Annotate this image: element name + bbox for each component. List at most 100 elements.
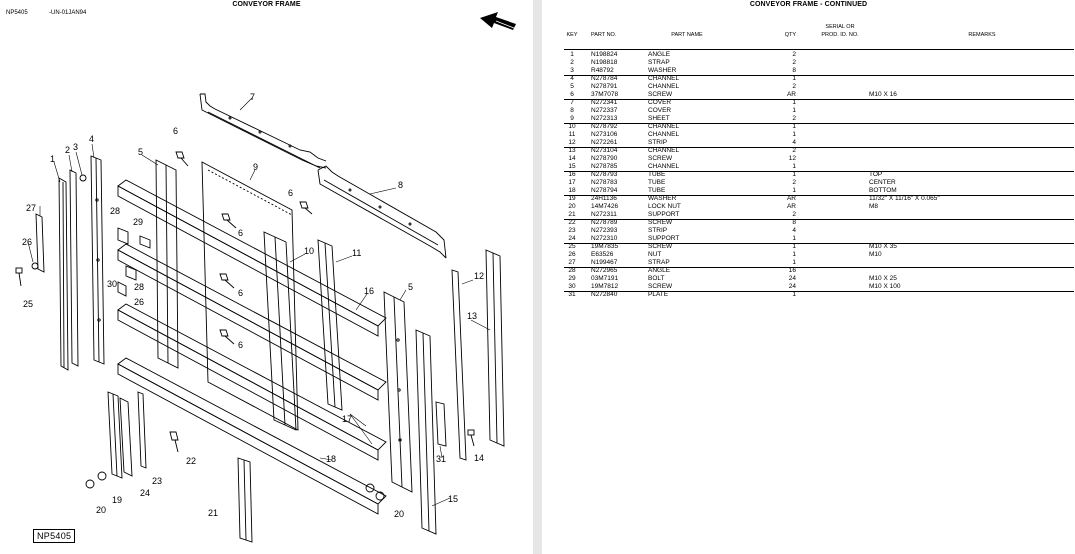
callout-22: 22 — [186, 456, 196, 466]
callout-15: 15 — [448, 494, 458, 504]
callout-23: 23 — [152, 476, 162, 486]
callout-26: 26 — [22, 237, 32, 247]
qty-cell: 1 — [792, 235, 796, 242]
header-part-name: PART NAME — [671, 32, 703, 38]
key-cell: 24 — [568, 235, 576, 242]
part-no-cell: N273106 — [591, 131, 618, 138]
key-cell: 12 — [568, 139, 576, 146]
date-code: -UN-01JAN94 — [49, 10, 87, 16]
callout-28: 28 — [110, 206, 120, 216]
part-name-cell: COVER — [648, 99, 672, 106]
support-21 — [237, 457, 253, 543]
callout-29: 29 — [133, 217, 143, 227]
callout-25: 25 — [23, 299, 33, 309]
remarks-cell: BOTTOM — [869, 187, 897, 194]
part-no-cell: E63526 — [591, 251, 614, 258]
callout-5: 5 — [138, 147, 143, 157]
callout-13: 13 — [467, 311, 477, 321]
qty-cell: 2 — [792, 211, 796, 218]
key-cell: 25 — [568, 243, 576, 250]
key-cell: 30 — [568, 283, 576, 290]
part-no-cell: N278785 — [591, 163, 618, 170]
qty-cell: AR — [786, 203, 796, 210]
qty-cell: 8 — [792, 67, 796, 74]
right-page: CONVEYOR FRAME - CONTINUED KEY PART NO. … — [542, 0, 1075, 554]
callout-14: 14 — [474, 453, 484, 463]
part-name-cell: CHANNEL — [648, 131, 680, 138]
sheet-9 — [201, 161, 299, 431]
part-no-cell: N278791 — [591, 83, 618, 90]
key-cell: 3 — [570, 67, 574, 74]
row-group-rule — [564, 219, 1074, 220]
part-no-cell: 19M7835 — [591, 243, 619, 250]
callout-6e: 6 — [238, 340, 243, 350]
key-cell: 21 — [568, 211, 576, 218]
part-no-cell: N272341 — [591, 99, 618, 106]
key-cell: 2 — [570, 59, 574, 66]
part-name-cell: SCREW — [648, 219, 673, 226]
direction-arrow-icon — [480, 12, 516, 30]
part-name-cell: STRAP — [648, 259, 670, 266]
key-cell: 1 — [570, 51, 574, 58]
part-name-cell: ANGLE — [648, 267, 671, 274]
key-cell: 5 — [570, 83, 574, 90]
key-cell: 18 — [568, 187, 576, 194]
tube-16 — [117, 179, 387, 337]
plate-31 — [435, 401, 447, 447]
key-cell: 23 — [568, 227, 576, 234]
callout-4: 4 — [89, 134, 94, 144]
screw-6-group — [175, 151, 313, 345]
part-no-cell: N272311 — [591, 211, 617, 218]
callout-5b: 5 — [408, 282, 413, 292]
qty-cell: 1 — [792, 243, 796, 250]
part-name-cell: BOLT — [648, 275, 665, 282]
remarks-cell: M10 X 25 — [869, 275, 897, 282]
qty-cell: 1 — [792, 171, 796, 178]
part-no-cell: 03M7191 — [591, 275, 619, 282]
channel-15 — [415, 329, 437, 535]
channel-11 — [317, 239, 343, 411]
callout-20b: 20 — [394, 509, 404, 519]
callout-6: 6 — [173, 126, 178, 136]
strip-23 — [137, 391, 147, 469]
part-name-cell: PLATE — [648, 291, 669, 298]
row-group-rule — [564, 99, 1074, 100]
callout-27: 27 — [26, 203, 36, 213]
callout-6d: 6 — [238, 288, 243, 298]
part-name-cell: WASHER — [648, 67, 677, 74]
row-group-rule — [564, 195, 1074, 196]
part-no-cell: N272393 — [591, 227, 618, 234]
qty-cell: 1 — [792, 99, 796, 106]
key-cell: 15 — [568, 163, 576, 170]
part-name-cell: SUPPORT — [648, 235, 680, 242]
remarks-cell: M8 — [869, 203, 879, 210]
qty-cell: 1 — [792, 75, 796, 82]
part-no-cell: 24H1136 — [591, 195, 617, 202]
row-group-rule — [564, 123, 1074, 124]
callout-2: 2 — [65, 145, 70, 155]
callout-6b: 6 — [288, 188, 293, 198]
row-group-rule — [564, 243, 1074, 244]
callout-6c: 6 — [238, 228, 243, 238]
header-rule — [564, 49, 1074, 50]
part-no-cell: N198818 — [591, 59, 618, 66]
qty-cell: AR — [786, 91, 796, 98]
part-no-cell: N272261 — [591, 139, 618, 146]
qty-cell: 2 — [792, 115, 796, 122]
qty-cell: 24 — [788, 283, 796, 290]
part-name-cell: ANGLE — [648, 51, 671, 58]
part-name-cell: STRIP — [648, 227, 668, 234]
callout-11: 11 — [352, 248, 361, 258]
